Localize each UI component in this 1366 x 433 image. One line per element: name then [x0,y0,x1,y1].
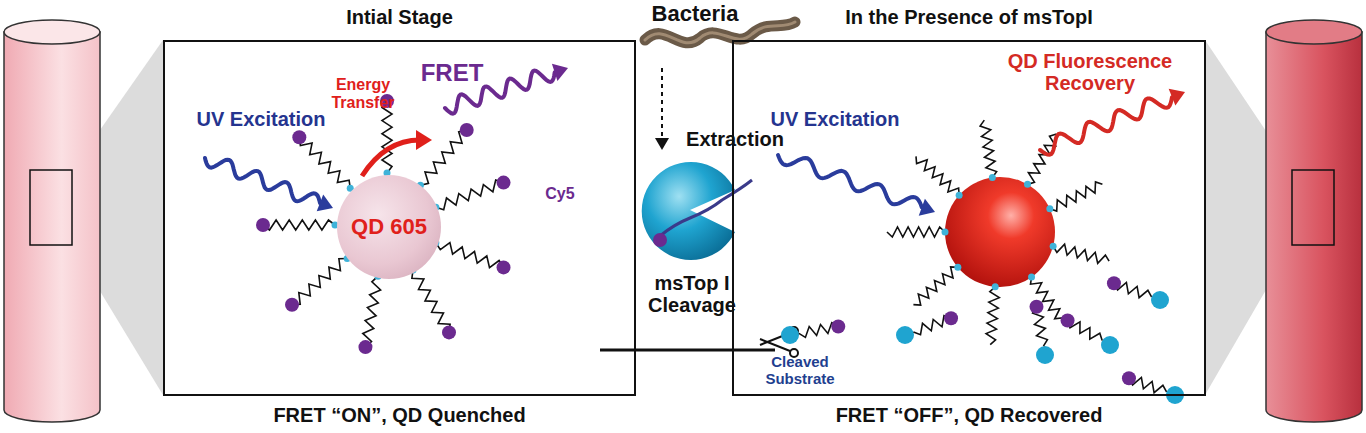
scissors [760,327,798,357]
recovery-wave [1040,97,1172,155]
cy5-dot [1029,300,1043,314]
dna-linker [436,180,504,210]
step-label: Extraction [675,128,795,150]
linker-anchor [954,264,961,271]
quantum-dot: QD 605 [337,175,441,279]
cy5-dot [292,130,306,144]
linker-anchor [1046,205,1053,212]
stage-panel: Intial StageFRET “ON”, QD QuenchedQD 605 [163,40,636,396]
dna-linker [299,137,350,188]
dna-linker [887,227,945,237]
cleaved-enzyme-fragment [896,326,914,344]
organism-label: Bacteria [640,2,750,26]
cy5-dot [358,340,372,354]
cy5-dot [460,123,474,137]
panel-caption: FRET “ON”, QD Quenched [125,404,674,427]
panel-heading: In the Presence of msTopI [694,6,1244,29]
annotation: UV Excitation [186,108,336,130]
dna-linker [412,270,450,332]
cy5-dot [1061,314,1075,328]
dna-linker [916,156,959,195]
dna-linker [436,243,504,268]
arrowhead [1169,89,1185,106]
linker-anchor [1050,243,1057,250]
dna-linker [1050,182,1103,211]
dna-linker [986,287,999,345]
dna-linker [980,120,997,177]
arrowhead [552,64,568,81]
quantum-dot-recovered [945,177,1055,287]
dna-linker [913,267,957,305]
dna-linker [363,276,381,347]
annotation: UV Excitation [760,108,910,130]
tube-left [4,20,100,422]
dye-label: Cy5 [535,185,585,203]
linker-anchor [942,229,949,236]
arrowhead [416,130,432,150]
step-label: msTop I Cleavage [637,272,747,316]
panel-caption: FRET “OFF”, QD Recovered [694,404,1244,427]
linker-anchor [1024,181,1031,188]
linker-anchor [1028,274,1035,281]
dna-linker [1053,244,1109,263]
dna-linker [1028,134,1057,184]
cy5-dot [285,298,299,312]
annotation: Cleaved Substrate [755,354,845,387]
arrowhead [655,138,669,150]
cy5-dot [1122,371,1136,385]
cy5-dot [256,218,270,232]
cleaved-enzyme-fragment [1151,291,1169,309]
uv-wave [778,155,922,207]
mstopi-enzyme [642,162,735,260]
dna-linker [263,220,335,230]
cy5-dot [831,319,845,333]
annotation: Energy Transfer [318,76,408,111]
qd-label: QD 605 [351,214,427,240]
dna-strand [660,180,752,236]
cy5-dot [497,176,511,190]
panel-heading: Intial Stage [125,6,674,29]
cleaved-enzyme-fragment [1036,346,1054,364]
cleaved-enzyme-fragment [1101,336,1119,354]
cy5-dot [653,233,667,247]
cleaved-enzyme-fragment [781,326,799,344]
linker-anchor [992,283,999,290]
extraction-arrow [661,68,663,140]
substrate-line [600,349,775,352]
arrowhead [317,195,333,212]
cy5-dot [497,260,511,274]
cy5-dot [1107,276,1121,290]
annotation: QD Fluorescence Recovery [1000,50,1180,94]
arrowhead [919,199,935,216]
cy5-dot [944,311,958,325]
linker-anchor [956,192,963,199]
annotation: FRET [412,60,492,86]
uv-wave [205,158,320,203]
dna-linker [292,258,347,304]
energy-transfer-arrow [362,140,420,176]
cy5-dot [442,325,456,339]
tube-right [1266,20,1362,422]
linker-anchor [989,174,996,181]
dna-linker [382,101,392,173]
chains [205,64,1185,404]
